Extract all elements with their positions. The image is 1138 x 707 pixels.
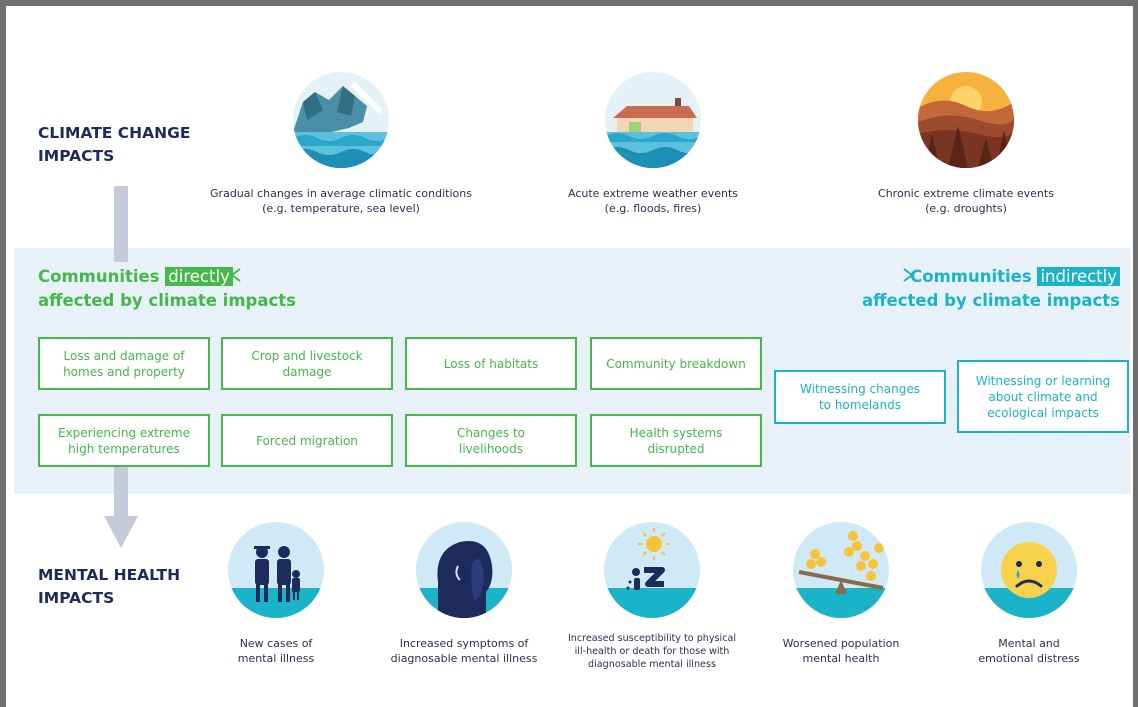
directly-affected-heading: Communities directly affected by climate… [38, 267, 296, 310]
new-cases-caption: New cases of mental illness [237, 637, 315, 665]
chronic-events-caption: Chronic extreme climate events (e.g. dro… [878, 187, 1054, 215]
drought-landscape-icon [918, 72, 1014, 168]
increased-susceptibility-caption: Increased susceptibility to physical ill… [567, 633, 737, 670]
worsened-population-caption: Worsened population mental health [782, 637, 900, 665]
crying-face-icon [981, 522, 1077, 618]
mental-health-impacts-title: MENTAL HEALTH IMPACTS [38, 566, 181, 607]
gradual-changes-caption: Gradual changes in average climatic cond… [210, 187, 472, 215]
indirect-impact-box: Witnessing or learning about climate and… [957, 360, 1129, 433]
direct-impact-box: Loss of habitats [405, 337, 577, 390]
increased-symptoms-caption: Increased symptoms of diagnosable mental… [390, 637, 538, 665]
direct-impact-box: Changes to livelihoods [405, 414, 577, 467]
acute-events-caption: Acute extreme weather events (e.g. flood… [568, 187, 738, 215]
direct-indirect-spectrum-arrow [230, 268, 914, 282]
flooded-house-icon [605, 72, 701, 168]
direct-impact-box: Experiencing extreme high temperatures [38, 414, 210, 467]
emotional-distress-caption: Mental and emotional distress [978, 637, 1080, 665]
direct-impact-box: Forced migration [221, 414, 393, 467]
indirect-impact-box: Witnessing changes to homelands [774, 370, 946, 424]
indirectly-affected-heading: Communities indirectly affected by clima… [862, 267, 1120, 310]
indirectly-highlight: indirectly [1037, 267, 1120, 286]
direct-impact-box: Health systems disrupted [590, 414, 762, 467]
heat-collapse-icon [604, 522, 700, 618]
population-seesaw-icon [793, 522, 889, 618]
directly-highlight: directly [165, 267, 233, 286]
distressed-person-icon [416, 522, 512, 618]
direct-impact-box: Crop and livestock damage [221, 337, 393, 390]
climate-change-impacts-title: CLIMATE CHANGE IMPACTS [38, 124, 191, 165]
direct-impact-box: Community breakdown [590, 337, 762, 390]
direct-impact-box: Loss and damage of homes and property [38, 337, 210, 390]
sea-level-rise-icon [293, 72, 389, 168]
family-icon [228, 522, 324, 618]
